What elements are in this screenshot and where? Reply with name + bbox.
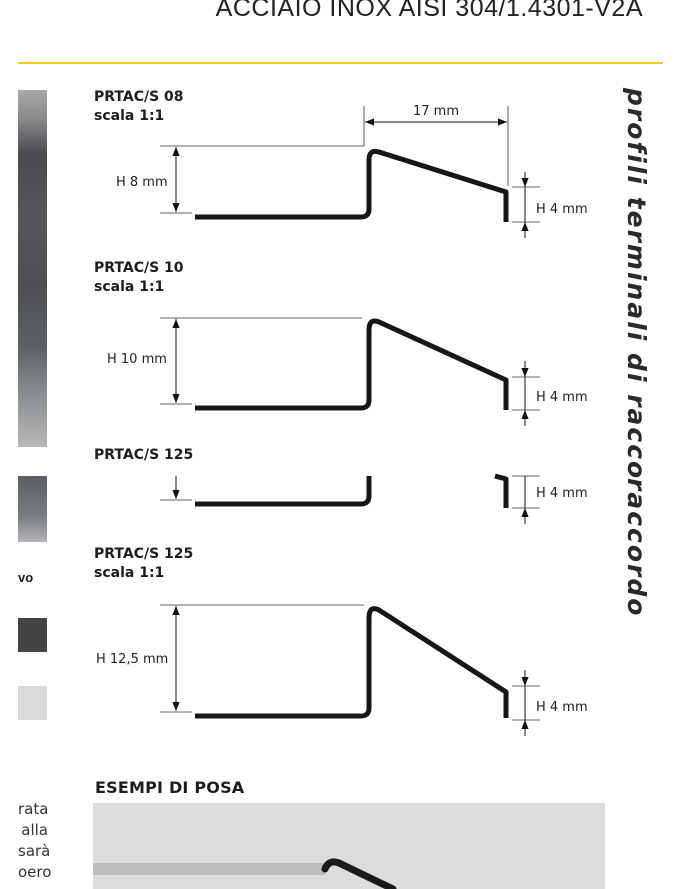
profile-shape bbox=[195, 476, 372, 507]
profile-title-prtac-s-08: PRTAC/S 08 scala 1:1 bbox=[94, 88, 184, 126]
profile-shape bbox=[195, 318, 509, 411]
color-swatch-dark bbox=[18, 618, 47, 652]
profile-scale: scala 1:1 bbox=[94, 279, 165, 295]
height-dimension-label: H 12,5 mm bbox=[96, 652, 168, 667]
end-dimension-label: H 4 mm bbox=[536, 486, 588, 501]
profile-code: PRTAC/S 10 bbox=[94, 260, 184, 276]
width-dimension-label: 17 mm bbox=[413, 104, 459, 119]
sidebar-text-line: rata bbox=[18, 800, 49, 818]
product-photo-strip bbox=[18, 90, 47, 447]
profile-drawing-fragment: H 4 mm bbox=[160, 473, 588, 524]
sidebar-text-line: sarà bbox=[18, 842, 51, 860]
profile-scale: scala 1:1 bbox=[94, 565, 165, 581]
example-floor-strip bbox=[93, 863, 325, 875]
profile-drawing-prtac-s-125: H 12,5 mm H 4 mm bbox=[96, 604, 588, 736]
header-divider bbox=[18, 62, 663, 64]
end-dimension-label: H 4 mm bbox=[536, 390, 588, 405]
sidebar-text: rata alla sarà oero bbox=[18, 799, 52, 883]
color-swatch-light bbox=[18, 686, 47, 720]
end-dimension-label: H 4 mm bbox=[536, 700, 588, 715]
vertical-section-title-continued: raccordo bbox=[622, 478, 651, 618]
vertical-section-title: profili terminali di racco bbox=[622, 88, 651, 481]
page-title: ACCIAIO INOX AISI 304/1.4301-V2A bbox=[215, 0, 643, 22]
height-dimension-label: H 10 mm bbox=[107, 352, 167, 367]
height-dimension-label: H 8 mm bbox=[116, 175, 168, 190]
profile-scale: scala 1:1 bbox=[94, 108, 165, 124]
profile-shape bbox=[195, 148, 509, 222]
example-photo bbox=[93, 803, 605, 889]
sidebar-text-line: oero bbox=[18, 863, 52, 881]
product-photo-strip-lower bbox=[18, 476, 47, 542]
profile-title-prtac-s-125: PRTAC/S 125 scala 1:1 bbox=[94, 545, 193, 583]
profile-code: PRTAC/S 125 bbox=[94, 447, 194, 463]
profile-code: PRTAC/S 08 bbox=[94, 89, 184, 105]
profile-shape-end bbox=[494, 473, 509, 508]
profile-title-prtac-s-125-cut: PRTAC/S 125 bbox=[94, 446, 193, 463]
sidebar-label: vo bbox=[18, 570, 34, 585]
profile-code: PRTAC/S 125 bbox=[94, 546, 194, 562]
example-profile-shape bbox=[321, 858, 397, 889]
end-dimension-label: H 4 mm bbox=[536, 202, 588, 217]
profile-drawing-prtac-s-10: H 10 mm H 4 mm bbox=[107, 317, 588, 426]
profile-title-prtac-s-10: PRTAC/S 10 scala 1:1 bbox=[94, 259, 184, 297]
profile-shape bbox=[195, 606, 509, 719]
profile-drawing-prtac-s-08: H 8 mm 17 mm H 4 mm bbox=[116, 104, 588, 238]
sidebar-text-line: alla bbox=[21, 821, 48, 839]
examples-heading: ESEMPI DI POSA bbox=[95, 778, 245, 797]
